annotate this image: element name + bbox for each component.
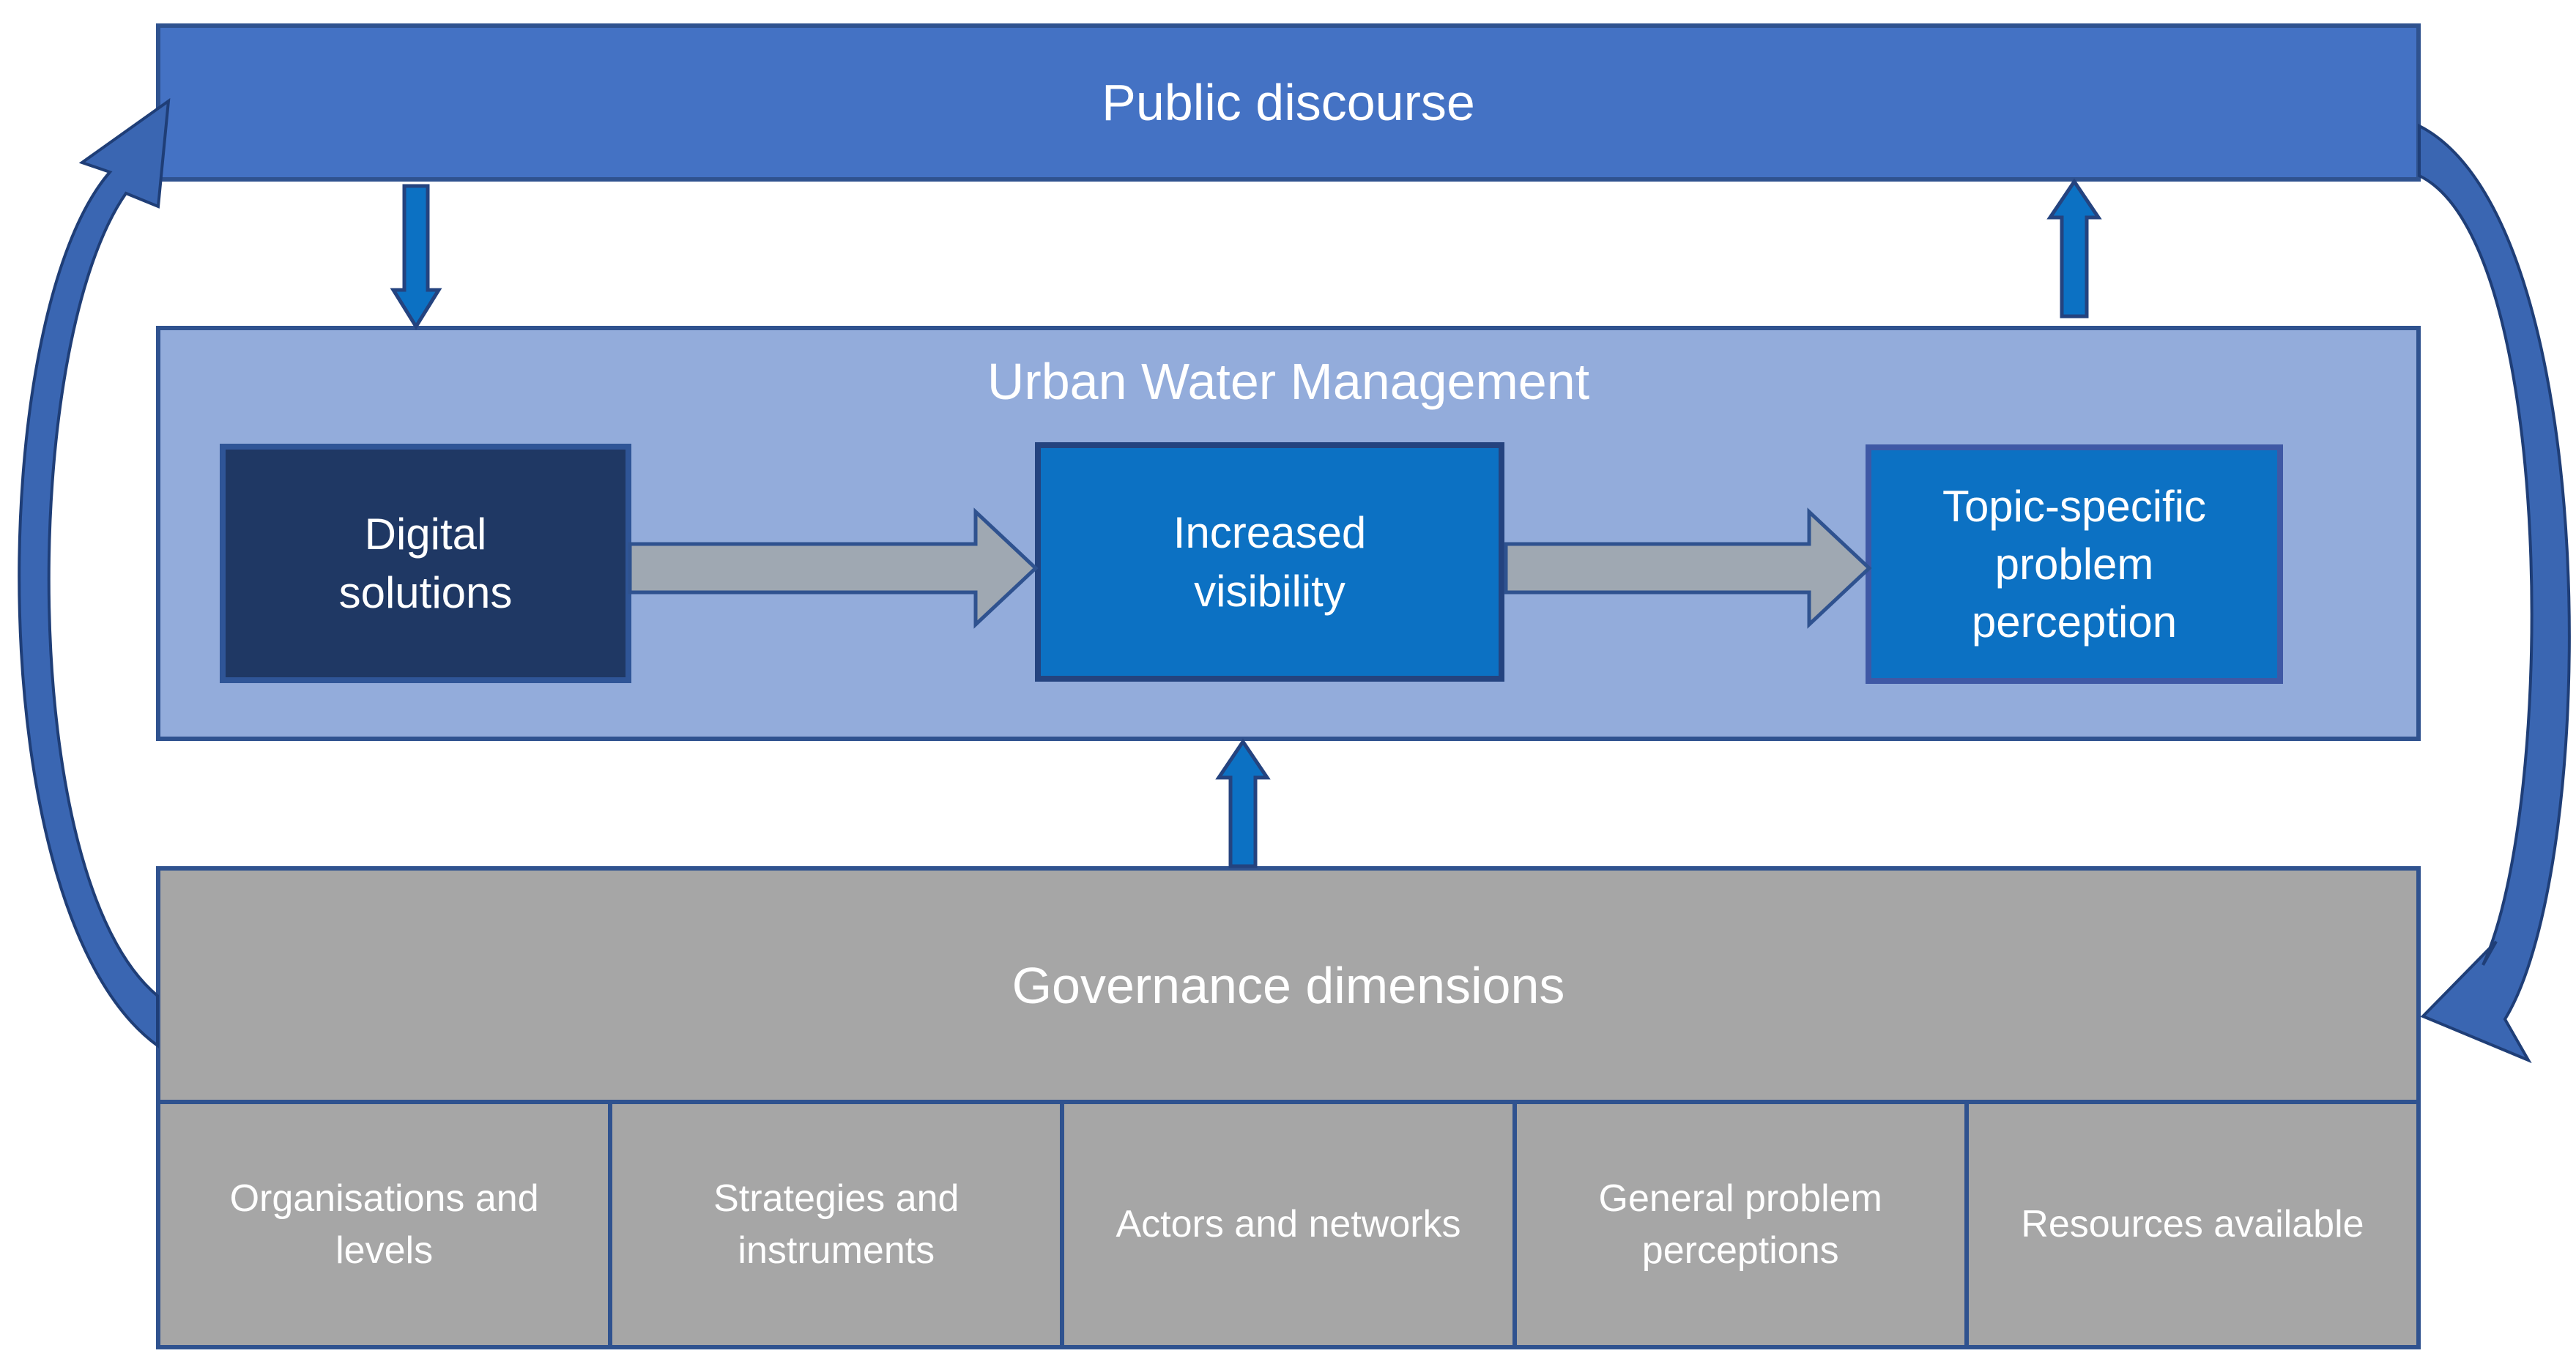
governance-dimensions-label: Governance dimensions: [1012, 956, 1565, 1014]
topic-specific-problem-perception-label: Topic-specific problem perception: [1942, 481, 2207, 647]
cell-label: Actors and networks: [1116, 1203, 1461, 1246]
cell-label: Strategies and instruments: [713, 1177, 959, 1272]
topic-specific-problem-perception-box: Topic-specific problem perception: [1866, 444, 2283, 684]
cell-label: Organisations and levels: [229, 1177, 539, 1272]
governance-cell-strategies: Strategies and instruments: [608, 1104, 1061, 1345]
arrow-down-icon: [390, 184, 442, 330]
governance-cell-organisations: Organisations and levels: [160, 1104, 609, 1345]
governance-cells-row: Organisations and levels Strategies and …: [160, 1100, 2417, 1345]
governance-dimensions-box: Governance dimensions Organisations and …: [156, 866, 2421, 1349]
public-discourse-box: Public discourse: [156, 23, 2421, 182]
arrow-up-icon: [2046, 178, 2102, 318]
governance-cell-perceptions: General problem perceptions: [1512, 1104, 1964, 1345]
cell-label: General problem perceptions: [1598, 1177, 1882, 1272]
arrow-up-icon: [1215, 738, 1271, 868]
governance-cell-resources: Resources available: [1964, 1104, 2417, 1345]
increased-visibility-box: Increased visibility: [1035, 442, 1504, 682]
digital-solutions-box: Digital solutions: [220, 444, 631, 683]
increased-visibility-label: Increased visibility: [1173, 508, 1367, 616]
urban-water-management-label: Urban Water Management: [987, 353, 1590, 410]
curved-up-arrow-icon: [18, 97, 171, 1048]
public-discourse-label: Public discourse: [1102, 74, 1475, 131]
digital-solutions-label: Digital solutions: [338, 510, 513, 617]
governance-cell-actors: Actors and networks: [1060, 1104, 1512, 1345]
cell-label: Resources available: [2021, 1203, 2364, 1246]
curved-down-arrow-icon: [2418, 123, 2571, 1064]
